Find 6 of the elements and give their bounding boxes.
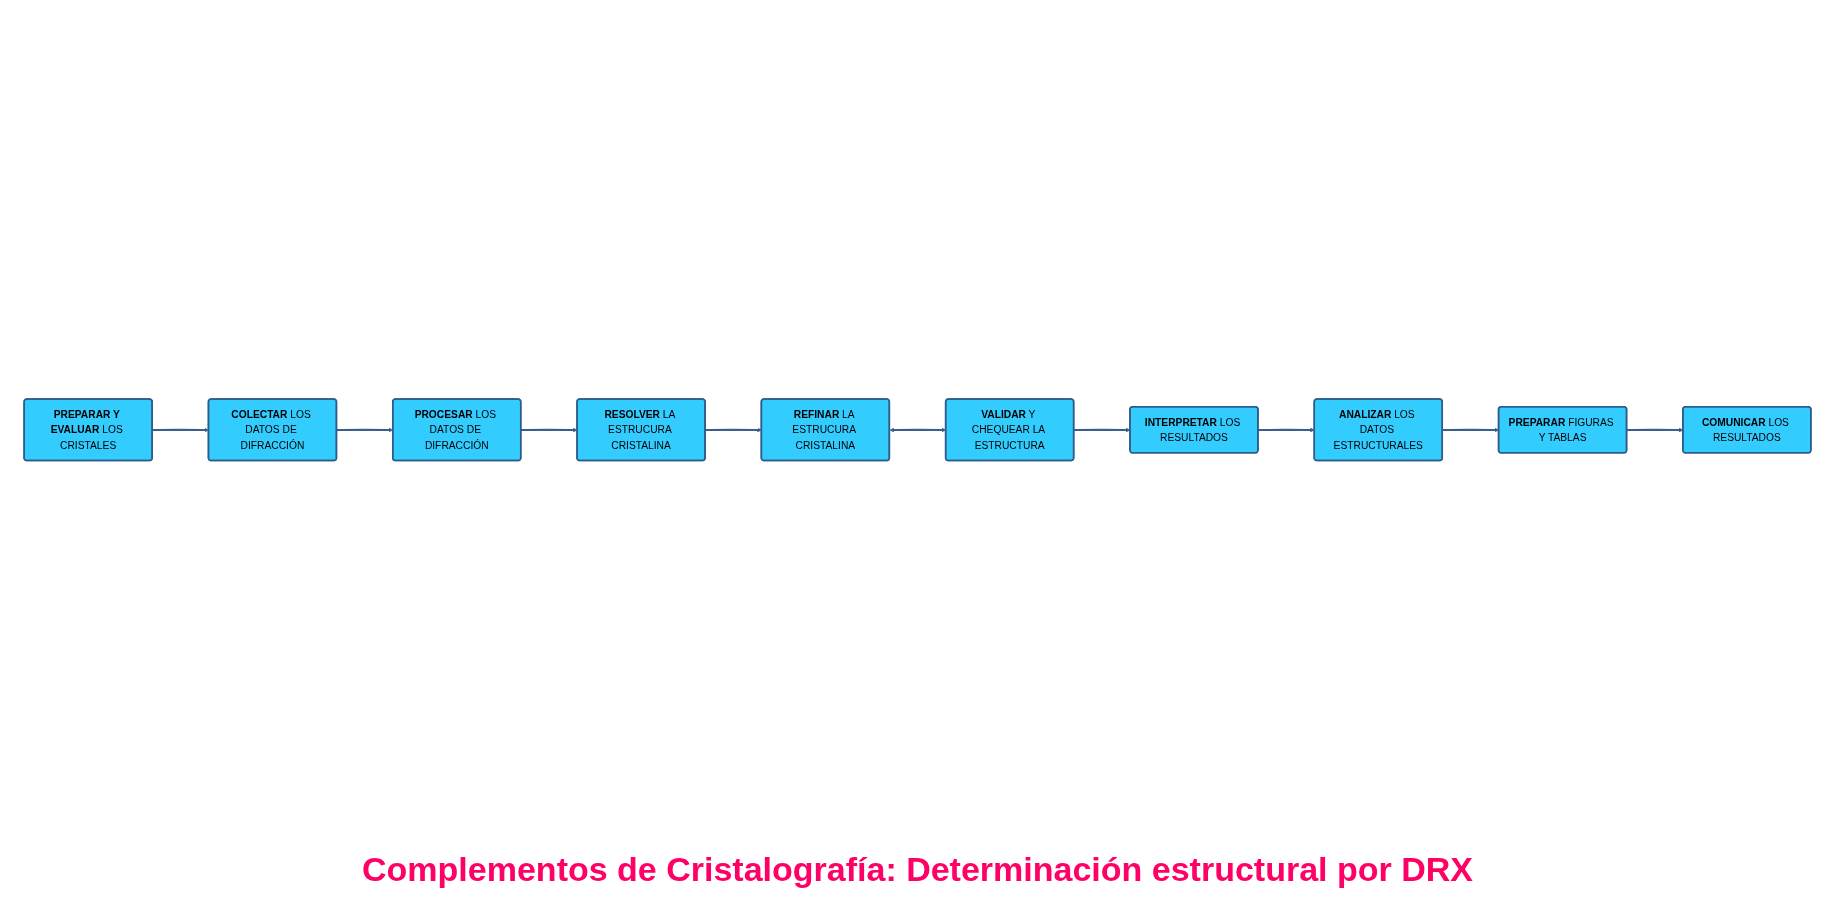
arrow <box>152 427 209 433</box>
arrow <box>1442 427 1499 433</box>
arrow <box>705 427 762 433</box>
arrow <box>1258 427 1315 433</box>
arrow <box>521 427 578 433</box>
subject-title: Complementos de Cristalografía: Determinación estructural por DRX <box>362 850 1473 889</box>
